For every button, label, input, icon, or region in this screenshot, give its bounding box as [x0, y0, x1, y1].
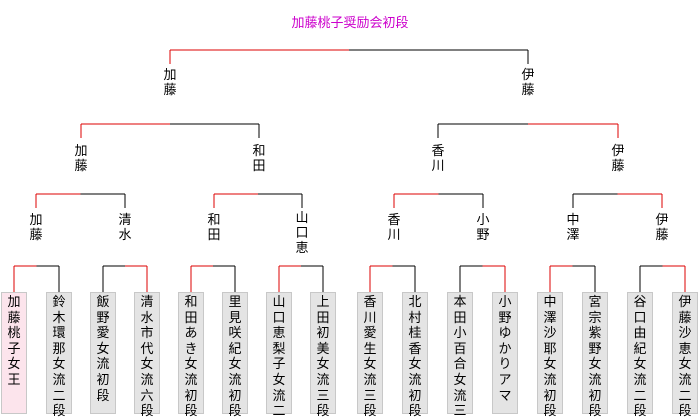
player-box — [627, 292, 653, 414]
player-box — [582, 292, 608, 414]
player-name: 清水市代女流六段 — [140, 295, 154, 420]
player-box — [46, 292, 72, 414]
player-name: 鈴木環那女流二段 — [52, 295, 66, 420]
bracket-title: 加藤桃子奨励会初段 — [291, 16, 409, 31]
quarter-name: 加藤 — [29, 213, 43, 243]
quarter-name: 山口恵 — [295, 211, 309, 256]
player-name: 上田初美女流三段 — [316, 295, 330, 420]
player-name: 香川愛生女流三段 — [363, 295, 377, 420]
player-name: 本田小百合女流三段 — [453, 295, 467, 420]
player-box — [537, 292, 563, 414]
player-box — [357, 292, 383, 414]
champion-player-box — [1, 292, 27, 414]
quarter-name: 香川 — [387, 213, 401, 243]
player-box — [402, 292, 428, 414]
semi-name: 伊藤 — [611, 144, 625, 174]
player-name: 和田あき女流初段 — [184, 295, 198, 420]
quarter-name: 小野 — [476, 213, 490, 243]
player-box — [310, 292, 336, 414]
final-name: 伊藤 — [521, 68, 535, 98]
player-name: 飯野 愛女流初段 — [96, 295, 123, 404]
player-name: 山口恵梨子女流二段 — [272, 295, 286, 420]
quarter-name: 清水 — [118, 213, 132, 243]
final-name: 加藤 — [163, 68, 177, 98]
player-name: 加藤桃子女王 — [7, 295, 21, 388]
player-name: 小野ゆかりアマ — [498, 295, 512, 404]
player-box — [134, 292, 160, 414]
quarter-name: 伊藤 — [655, 213, 669, 243]
player-name: 北村桂香女流初段 — [408, 295, 422, 420]
player-box — [447, 292, 473, 414]
quarter-name: 中澤 — [566, 213, 580, 243]
player-box — [266, 292, 292, 414]
player-name: 谷口由紀女流二段 — [633, 295, 647, 420]
semi-name: 加藤 — [74, 144, 88, 174]
player-name: 里見咲紀女流初段 — [228, 295, 242, 420]
player-box — [222, 292, 248, 414]
player-box — [672, 292, 698, 414]
player-box — [492, 292, 518, 414]
player-name: 伊藤沙恵女流二段 — [678, 295, 692, 420]
player-name: 宮宗紫野女流初段 — [588, 295, 602, 420]
player-box — [90, 292, 116, 414]
player-box — [178, 292, 204, 414]
player-name: 中澤沙耶女流初段 — [543, 295, 557, 420]
semi-name: 和田 — [252, 144, 266, 174]
semi-name: 香川 — [431, 144, 445, 174]
quarter-name: 和田 — [207, 213, 221, 243]
